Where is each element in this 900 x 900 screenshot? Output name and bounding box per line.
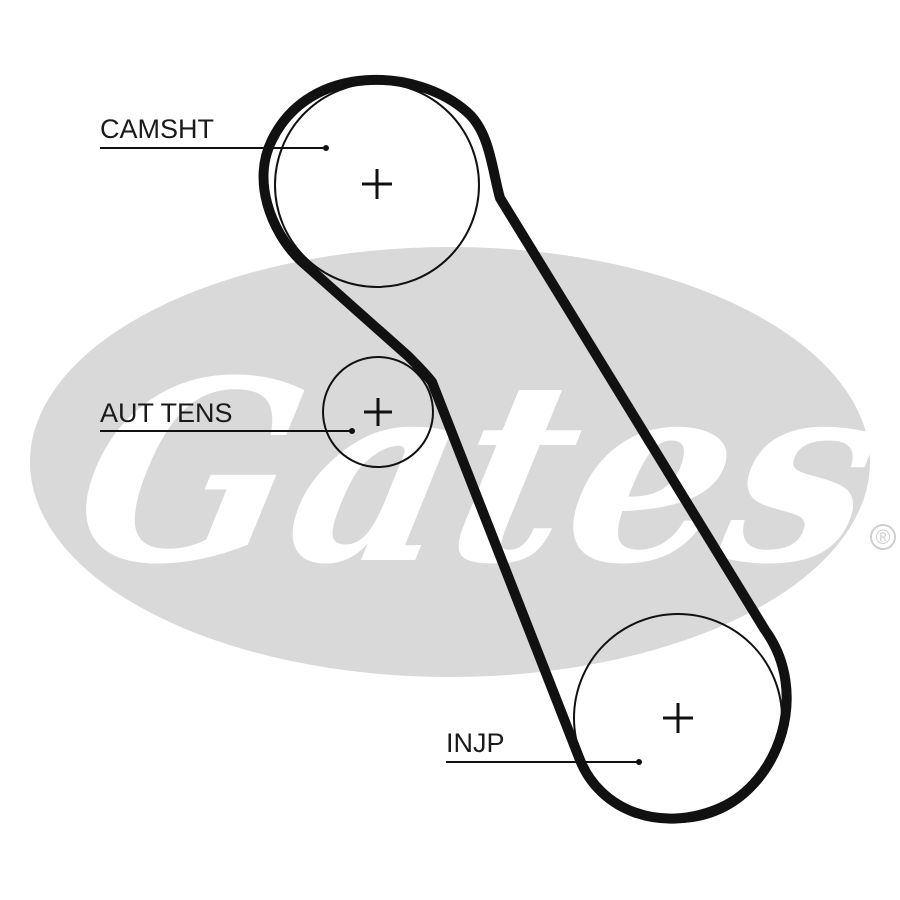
tensioner-label-group: AUT TENS (100, 398, 355, 434)
injection-pump-label-group: INJP (446, 728, 642, 765)
injection-pump-leader-dot (636, 759, 642, 765)
logo-ellipse (30, 247, 870, 677)
tensioner-label: AUT TENS (100, 398, 233, 428)
tensioner-pulley (322, 356, 434, 468)
center-cross-icon (364, 398, 392, 426)
gates-logo: Gates ® (30, 247, 900, 677)
center-cross-icon (362, 169, 392, 199)
center-cross-icon (663, 703, 693, 733)
tensioner-leader-dot (349, 428, 355, 434)
injection-pump-label: INJP (446, 728, 505, 758)
logo-wordmark: Gates (53, 326, 900, 620)
registered-symbol: ® (876, 527, 891, 549)
camshaft-leader-dot (323, 145, 329, 151)
camshaft-label: CAMSHT (100, 114, 214, 144)
camshaft-label-group: CAMSHT (100, 114, 329, 151)
timing-belt (258, 74, 792, 824)
registered-mark: ® (870, 524, 896, 550)
